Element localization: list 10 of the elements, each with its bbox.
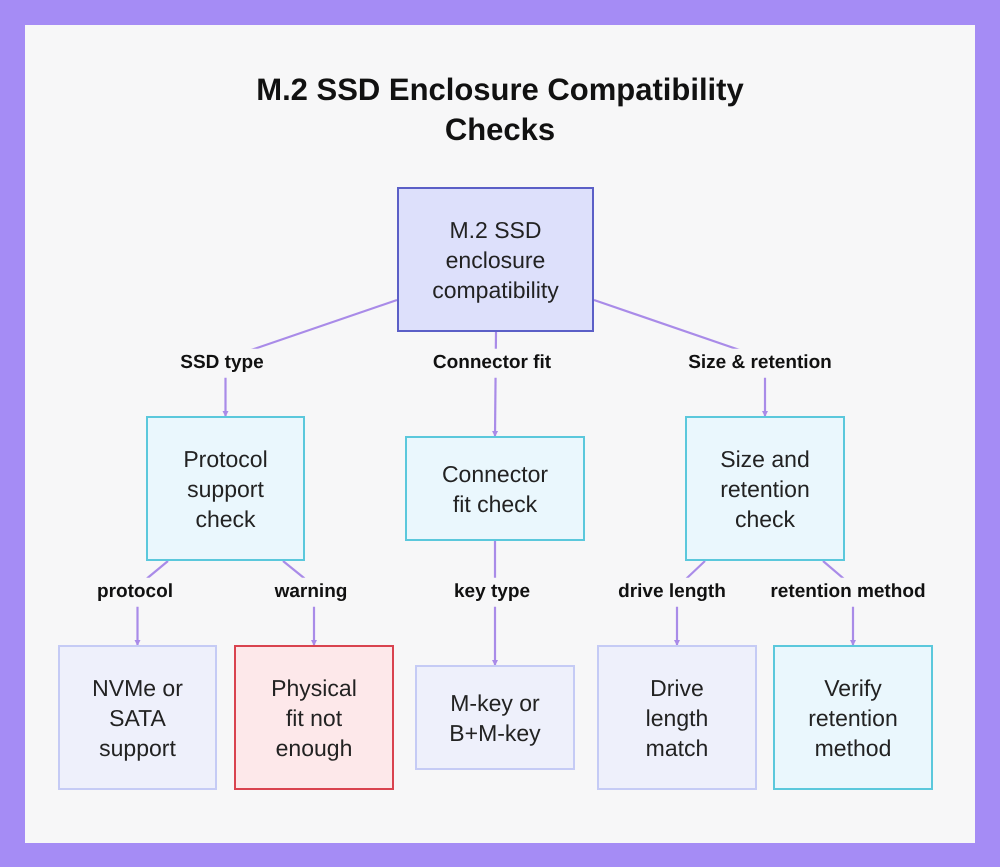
process-box: Connector fit check: [405, 436, 585, 541]
warning-box: Physical fit not enough: [234, 645, 394, 790]
root-box: M.2 SSD enclosure compatibility: [397, 187, 594, 332]
process-box: NVMe or SATA support: [58, 645, 217, 790]
process-box: M-key or B+M-key: [415, 665, 575, 770]
diagram-title: M.2 SSD Enclosure Compatibility Checks: [255, 71, 745, 149]
process-box: Drive length match: [597, 645, 757, 790]
process-box: Verify retention method: [773, 645, 933, 790]
process-box: Size and retention check: [685, 416, 845, 561]
process-box: Protocol support check: [146, 416, 305, 561]
